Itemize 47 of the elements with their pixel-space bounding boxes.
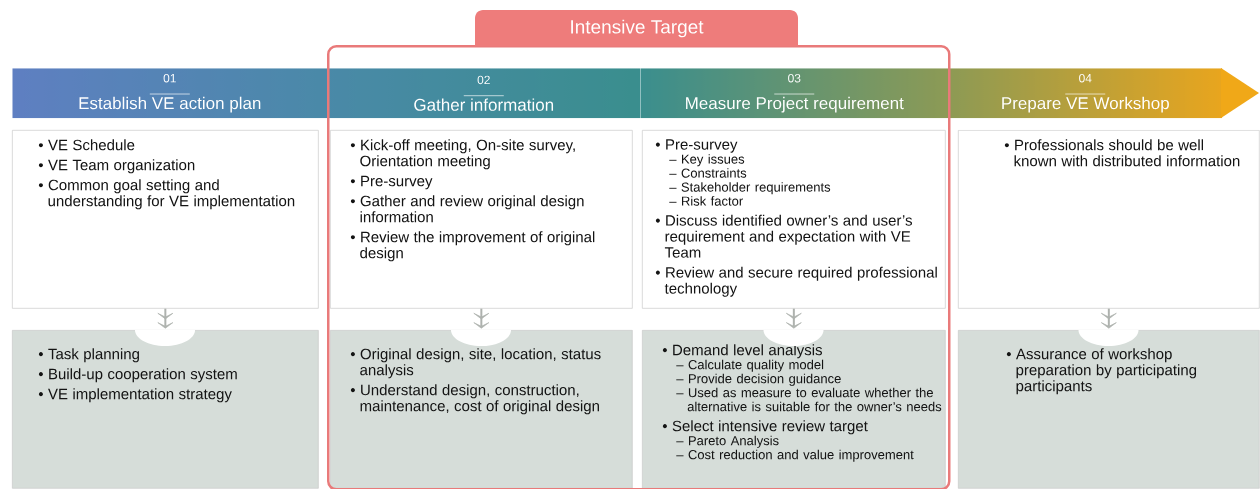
list-item: • Pre-survey [350,175,433,190]
list-item: • Gather and review original design information [350,195,584,223]
list-item: • Demand level analysis [662,344,822,359]
chevron-arrow [786,307,802,329]
step-card [12,330,319,489]
chevron-arrow [1100,307,1117,329]
list-item: – Key issues [669,154,745,167]
phase-banner: 04 Prepare VE Workshop [1002,68,1259,118]
phase-banner: 02 Gather information [414,75,554,111]
node-label: Intensive Target [571,19,704,38]
list-item: • Professionals should be well known with distributed information [1004,139,1240,167]
list-item: • VE implementation strategy [38,388,232,403]
list-item: • Pre-survey [655,139,738,153]
list-item: • Assurance of workshop preparation by participating participants [1006,348,1197,395]
list-item: • VE Schedule [38,139,135,151]
list-item: • Review the improvement of original design [350,231,595,262]
step-card [958,130,1260,309]
chevron-arrow [473,307,490,329]
list-item: • Common goal setting and understanding for VE implementation [38,179,295,210]
list-item: – Calculate quality model [676,359,824,372]
step-card [330,130,633,309]
list-item: – Constraints [669,168,747,178]
list-item: • Original design, site, location, status analysis [350,348,601,379]
list-item: • Kick-off meeting, On-site survey, Orientation meeting [350,139,575,170]
list-item: • Review and secure required professional technology [655,266,937,297]
step-card [958,330,1260,489]
list-item: – Pareto Analysis [676,435,779,448]
list-item: • Discuss identified owner’s and user’s requirement and expectation with VE Team [655,214,912,258]
step-card [642,130,946,309]
list-item: – Risk factor [669,196,743,206]
list-item: – Cost reduction and value improvement [676,449,914,462]
phase-banner: 03 Measure Project requirement [686,73,904,113]
step-card [12,130,319,309]
list-item: • Understand design, construction, maintenance, cost of original design [350,384,599,415]
list-item: • Select intensive review target [662,420,868,435]
chevron-arrow [157,307,174,329]
list-item: • Build-up cooperation system [38,368,237,383]
list-item: – Provide decision guidance [676,373,841,386]
node-label: 04 [1079,73,1092,83]
step-card [642,330,946,489]
list-item: • Task planning [38,348,139,363]
list-item: – Used as measure to evaluate whether the alternative is suitable for the owner’s needs [676,387,942,412]
phase-banner: 01 Establish VE action plan [79,73,261,113]
list-item: – Stakeholder requirements [669,182,831,195]
step-card [330,330,633,489]
node-label: Prepare VE Workshop [1002,96,1169,113]
list-item: • VE Team organization [38,159,195,174]
